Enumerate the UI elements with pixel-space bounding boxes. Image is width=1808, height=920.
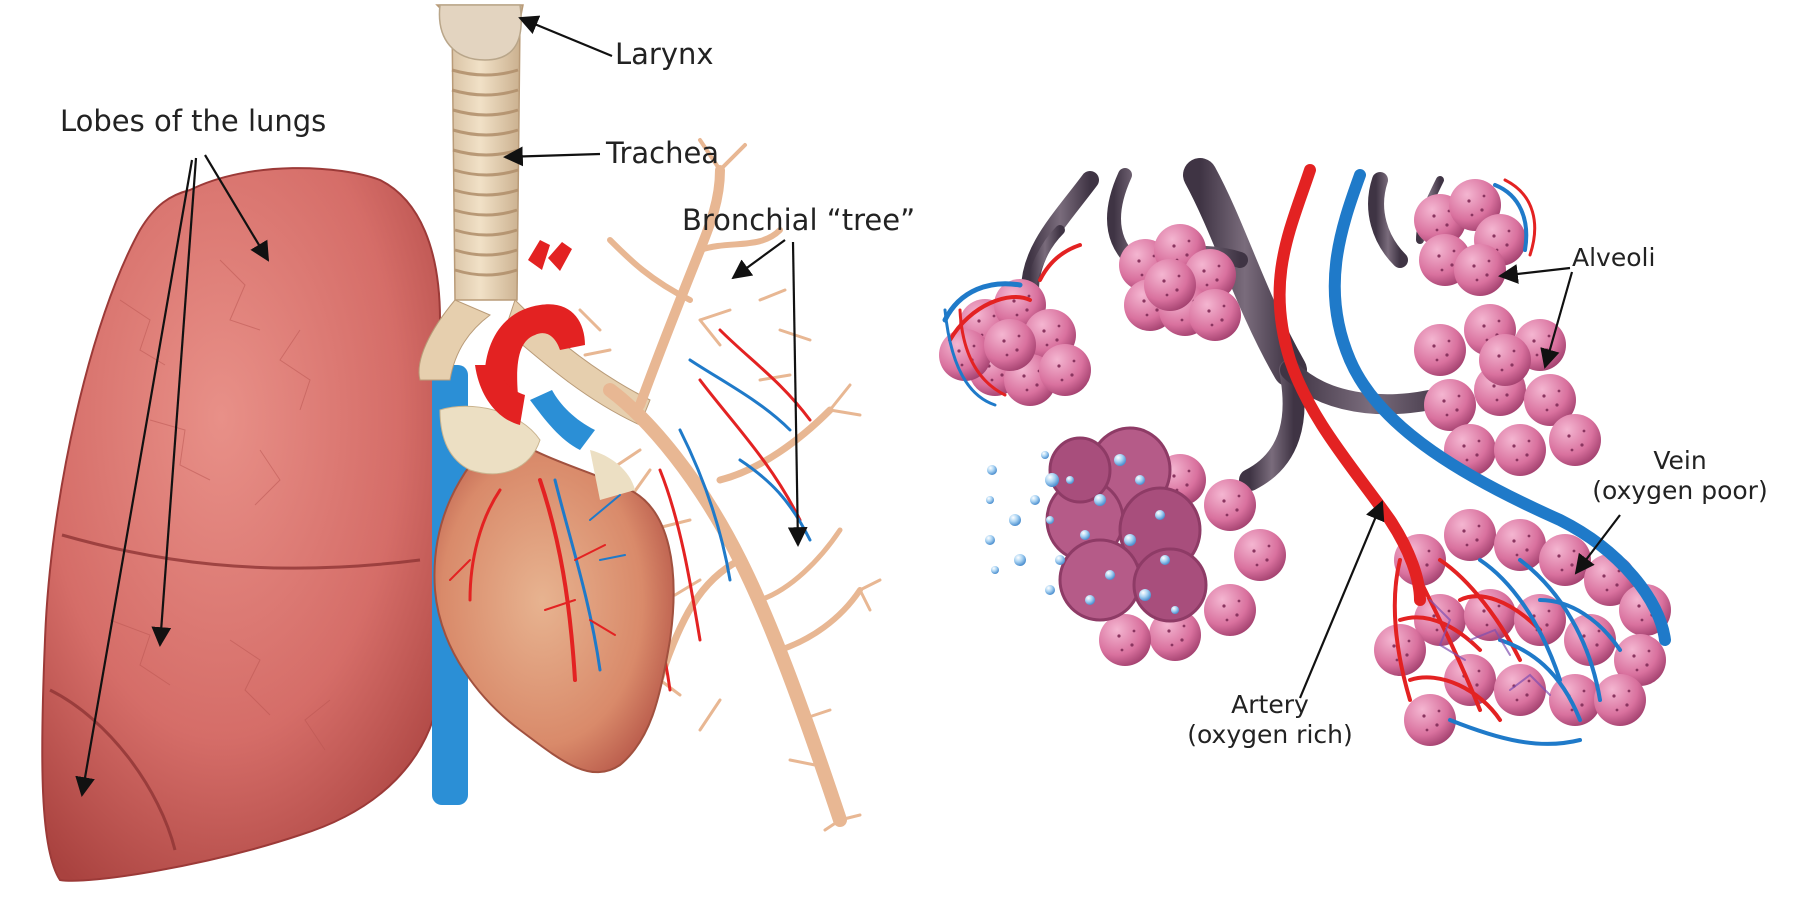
label-vein: Vein (oxygen poor) (1585, 446, 1775, 506)
alveolus-cluster (1374, 509, 1671, 746)
label-lobes: Lobes of the lungs (60, 104, 327, 138)
lung-heart-figure (41, 4, 882, 882)
label-artery: Artery (oxygen rich) (1175, 690, 1365, 750)
blood-vessels (1273, 164, 1671, 746)
alveolus-cluster (1414, 304, 1601, 476)
alveolus-cluster (1414, 179, 1526, 296)
label-vein-line1: Vein (1653, 446, 1707, 475)
airways (1021, 158, 1460, 491)
open-alveolus-cluster (1045, 426, 1286, 666)
label-trachea: Trachea (606, 136, 720, 170)
alveoli-figure (939, 158, 1671, 746)
aorta (484, 304, 585, 395)
oxygen-bubbles (985, 451, 1059, 595)
label-bronchial-tree: Bronchial “tree” (682, 203, 916, 237)
label-vein-line2: (oxygen poor) (1592, 476, 1768, 505)
label-artery-line1: Artery (1231, 690, 1309, 719)
leader-arrows (75, 15, 1621, 797)
lung (41, 167, 441, 882)
label-artery-line2: (oxygen rich) (1187, 720, 1353, 749)
heart (433, 405, 675, 774)
label-alveoli: Alveoli (1572, 243, 1656, 272)
label-larynx: Larynx (615, 37, 714, 71)
